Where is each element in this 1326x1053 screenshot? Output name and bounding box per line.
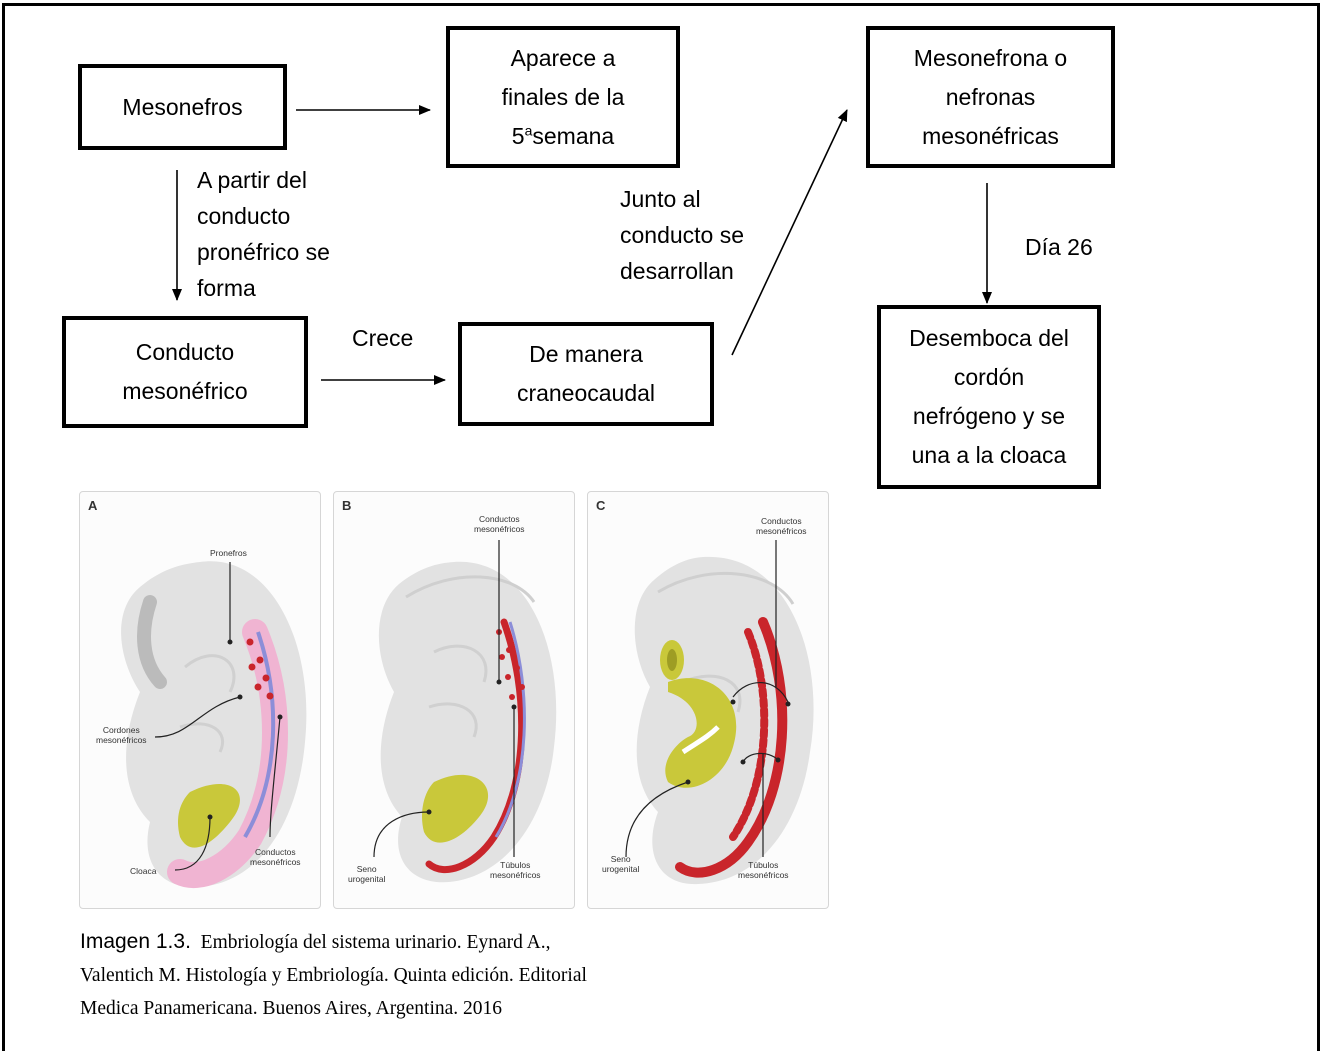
node-nefronas-line2: nefronas [914,78,1067,117]
caption-line2: Valentich M. Histología y Embriología. Q… [80,959,840,992]
node-conducto-line2: mesonéfrico [122,372,247,411]
node-manera-line2: craneocaudal [517,374,655,413]
panel-a-pronefros-label: Pronefros [210,548,247,558]
node-desemboca-line2: cordón [909,358,1069,397]
embryo-b-illustration [334,492,575,909]
panel-b-letter: B [342,498,351,513]
caption-lead: Imagen 1.3. [80,930,191,953]
caption-line3: Medica Panamericana. Buenos Aires, Argen… [80,992,840,1025]
panel-c-letter: C [596,498,605,513]
node-desemboca: Desemboca del cordón nefrógeno y se una … [877,305,1101,489]
arrow-manera-to-nefronas [732,110,847,355]
node-aparece-line1: Aparece a [502,39,625,78]
node-manera: De manera craneocaudal [458,322,714,426]
caption-line1: Imagen 1.3. Embriología del sistema urin… [80,925,840,959]
edge-label-apartir: A partir del conducto pronéfrico se form… [197,162,330,306]
node-desemboca-line4: una a la cloaca [909,436,1069,475]
node-aparece-line3: 5asemana [502,117,625,156]
edge-label-crece: Crece [352,320,413,356]
panel-a-cloaca-label: Cloaca [130,866,156,876]
edge-label-junto: Junto al conducto se desarrollan [620,181,744,289]
node-aparece: Aparece a finales de la 5asemana [446,26,680,168]
node-mesonefros: Mesonefros [78,64,287,150]
node-conducto-line1: Conducto [122,333,247,372]
panel-a-letter: A [88,498,97,513]
edge-label-dia: Día 26 [1025,229,1093,265]
node-aparece-line2: finales de la [502,78,625,117]
node-desemboca-line3: nefrógeno y se [909,397,1069,436]
node-nefronas-line3: mesonéfricas [914,117,1067,156]
node-nefronas: Mesonefrona o nefronas mesonéfricas [866,26,1115,168]
embryo-c-illustration [588,492,829,909]
node-mesonefros-label: Mesonefros [122,88,242,127]
node-conducto: Conducto mesonéfrico [62,316,308,428]
node-nefronas-line1: Mesonefrona o [914,39,1067,78]
node-desemboca-line1: Desemboca del [909,319,1069,358]
node-manera-line1: De manera [517,335,655,374]
figure-caption: Imagen 1.3. Embriología del sistema urin… [80,925,840,1025]
